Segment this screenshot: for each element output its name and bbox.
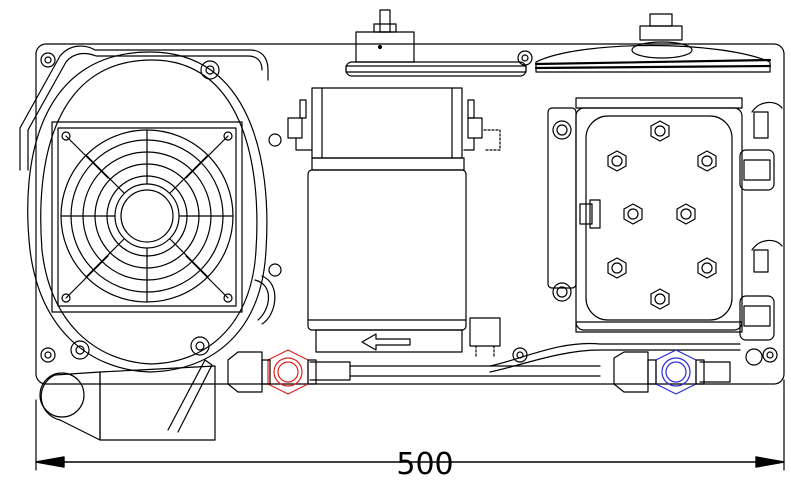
blue-fitting-nuts: [647, 359, 705, 385]
pulley-belt-left: [345, 61, 527, 77]
service-valve-top: [739, 149, 775, 191]
refrigerant-line: [227, 342, 741, 393]
fan-frame: [51, 121, 243, 313]
rotation-arrow-icon: [361, 333, 411, 351]
compressor-head: [534, 13, 783, 366]
red-fitting-icon: [267, 349, 309, 395]
base-plate: [35, 43, 785, 471]
red-fitting-nuts: [261, 359, 317, 385]
condensing-unit: [19, 45, 276, 441]
pulley-right: [535, 44, 771, 73]
blue-fitting-icon: [655, 349, 697, 395]
dimension-label: 500: [396, 447, 454, 482]
drive-motor: [287, 9, 527, 357]
motor-body: [307, 169, 467, 331]
dimension-line: [35, 456, 785, 468]
head-bolts: [607, 120, 717, 310]
service-valve-bottom: [739, 295, 775, 341]
